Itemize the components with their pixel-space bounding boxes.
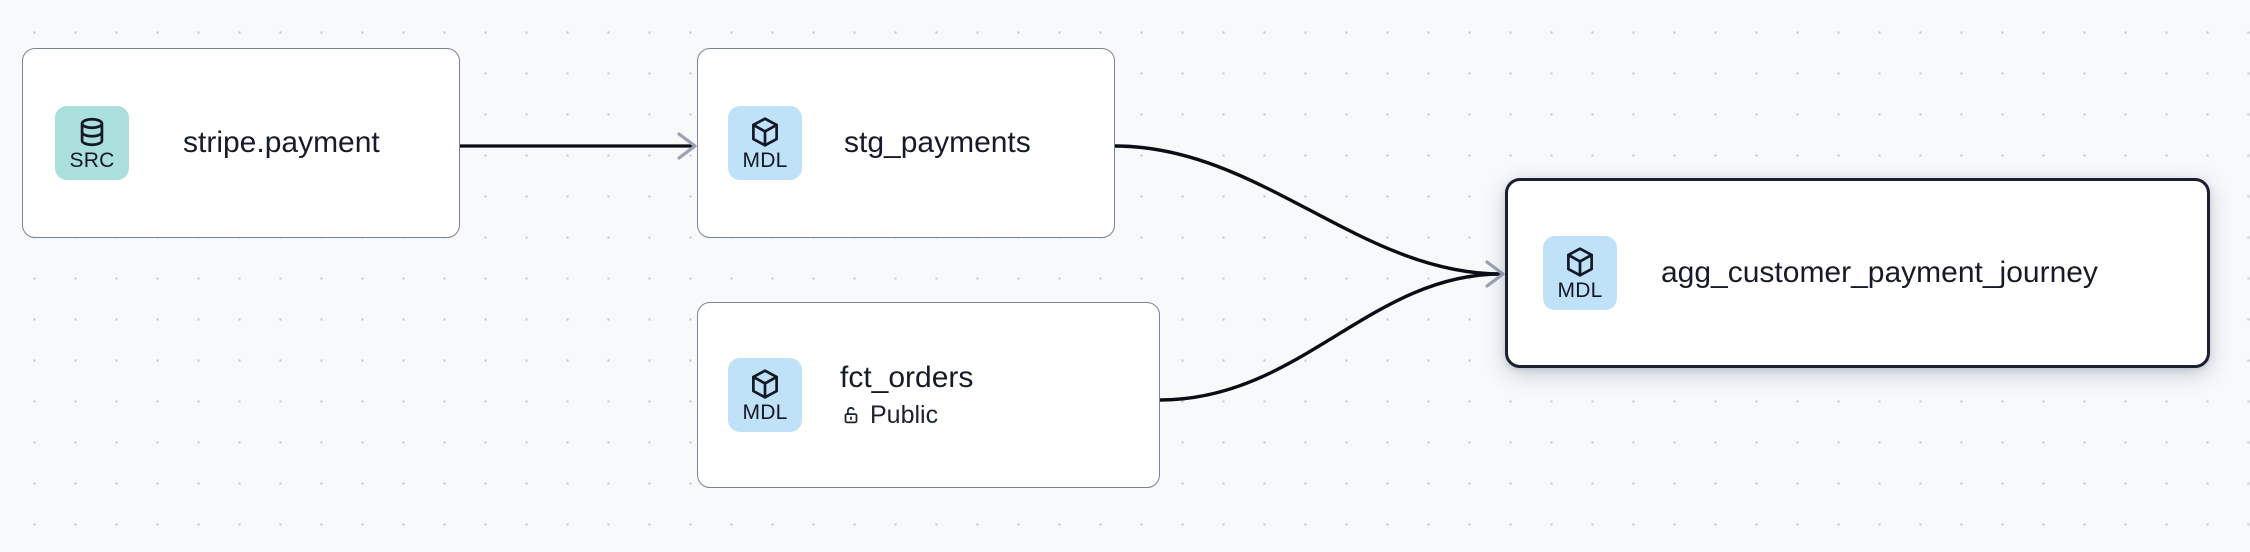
node-body: agg_customer_payment_journey — [1661, 256, 2098, 290]
model-badge: MDL — [1543, 236, 1617, 310]
badge-label: MDL — [742, 401, 788, 424]
edge-stripe-payment-to-stg-payments — [460, 132, 697, 160]
node-fct-orders[interactable]: MDL fct_orders Public — [697, 302, 1160, 488]
badge-label: SRC — [69, 149, 115, 172]
edge-fct-orders-to-agg-journey — [1159, 260, 1505, 402]
node-body: stripe.payment — [183, 126, 380, 160]
node-body: stg_payments — [844, 126, 1031, 160]
node-title: stg_payments — [844, 126, 1031, 159]
cube-icon — [752, 117, 778, 147]
badge-label: MDL — [742, 149, 788, 172]
cube-icon — [752, 369, 778, 399]
unlock-icon — [844, 406, 858, 423]
badge-label: MDL — [1557, 279, 1603, 302]
model-badge: MDL — [728, 358, 802, 432]
model-badge: MDL — [728, 106, 802, 180]
node-body: fct_orders Public — [840, 361, 973, 430]
node-agg-customer-payment-journey[interactable]: MDL agg_customer_payment_journey — [1505, 178, 2210, 368]
source-badge: SRC — [55, 106, 129, 180]
edge-stg-payments-to-agg-journey — [1114, 144, 1502, 276]
visibility-row: Public — [840, 400, 973, 430]
node-title: stripe.payment — [183, 126, 380, 159]
database-icon — [80, 117, 104, 147]
cube-icon — [1567, 247, 1593, 277]
node-title: fct_orders — [840, 360, 974, 394]
node-stripe-payment[interactable]: SRC stripe.payment — [22, 48, 460, 238]
node-title: agg_customer_payment_journey — [1661, 256, 2098, 289]
node-stg-payments[interactable]: MDL stg_payments — [697, 48, 1115, 238]
visibility-label: Public — [870, 400, 939, 429]
